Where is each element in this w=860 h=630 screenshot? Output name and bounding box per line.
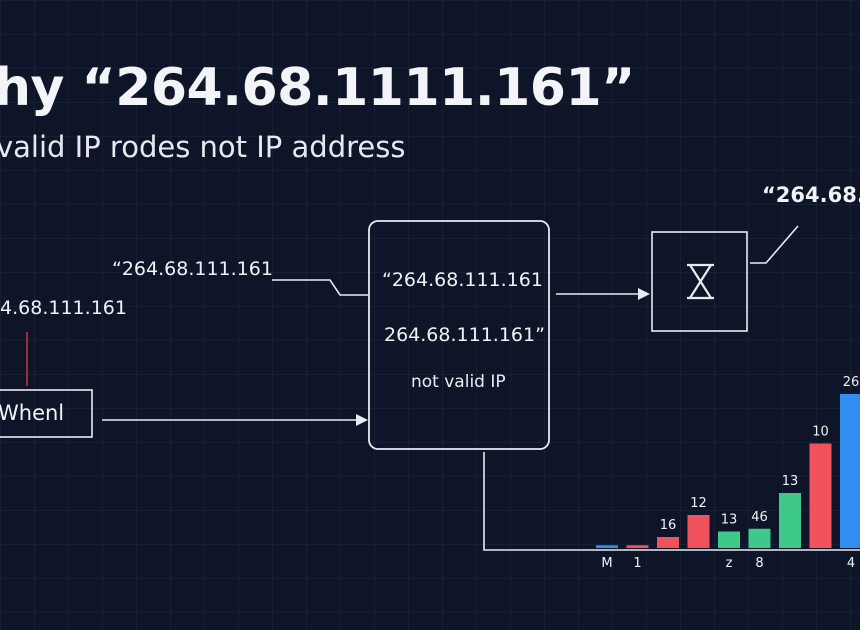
bar-category-label-8: 4 [847,556,855,571]
bar-category-label-0: M [601,556,612,571]
bar-data-label-6: 13 [782,474,799,489]
page-title: hy “264.68.1111.161” [0,58,635,118]
bar-data-label-7: 10 [812,425,829,440]
input-top-label: “264.68.111.161 [112,258,273,280]
output-top-label: “264.68. [762,183,860,207]
bar-6 [779,493,801,548]
bar-0 [596,545,618,548]
bar-8 [840,394,860,548]
bar-data-label-3: 12 [690,496,707,511]
arrowhead-hourglass [638,288,650,300]
bar-1 [626,545,649,548]
input-left-label: .4.68.111.161 [0,297,127,319]
when-box[interactable] [0,389,93,438]
wire-input-top [272,279,368,296]
center-line-3: not valid IP [411,372,506,392]
bar-category-label-1: 1 [633,556,641,571]
bar-2 [657,537,679,548]
hourglass-icon [687,263,714,300]
wire-center-to-chart [483,452,860,551]
hourglass-box[interactable] [651,231,748,332]
bar-category-label-4: z [726,556,733,571]
bar-data-label-4: 13 [721,513,738,528]
bar-7 [809,443,832,548]
bar-3 [687,515,710,548]
arrowhead-when [356,414,368,426]
center-line-2: 264.68.111.161” [384,324,545,346]
bar-4 [718,531,740,548]
bar-category-label-5: 8 [755,556,763,571]
bar-chart: M 1 16 12 13 z 46 8 13 10 26 4 [596,375,860,571]
wire-hourglass-to-output [750,225,799,264]
when-box-label: Whenl [0,401,65,425]
center-box[interactable] [368,220,550,450]
bar-data-label-8: 26 [843,375,860,390]
bar-data-label-5: 46 [751,510,768,525]
bar-data-label-2: 16 [660,518,677,533]
page-subtitle: valid IP rodes not IP address [0,130,406,164]
center-line-1: “264.68.111.161 [382,269,543,291]
bar-5 [748,528,771,548]
